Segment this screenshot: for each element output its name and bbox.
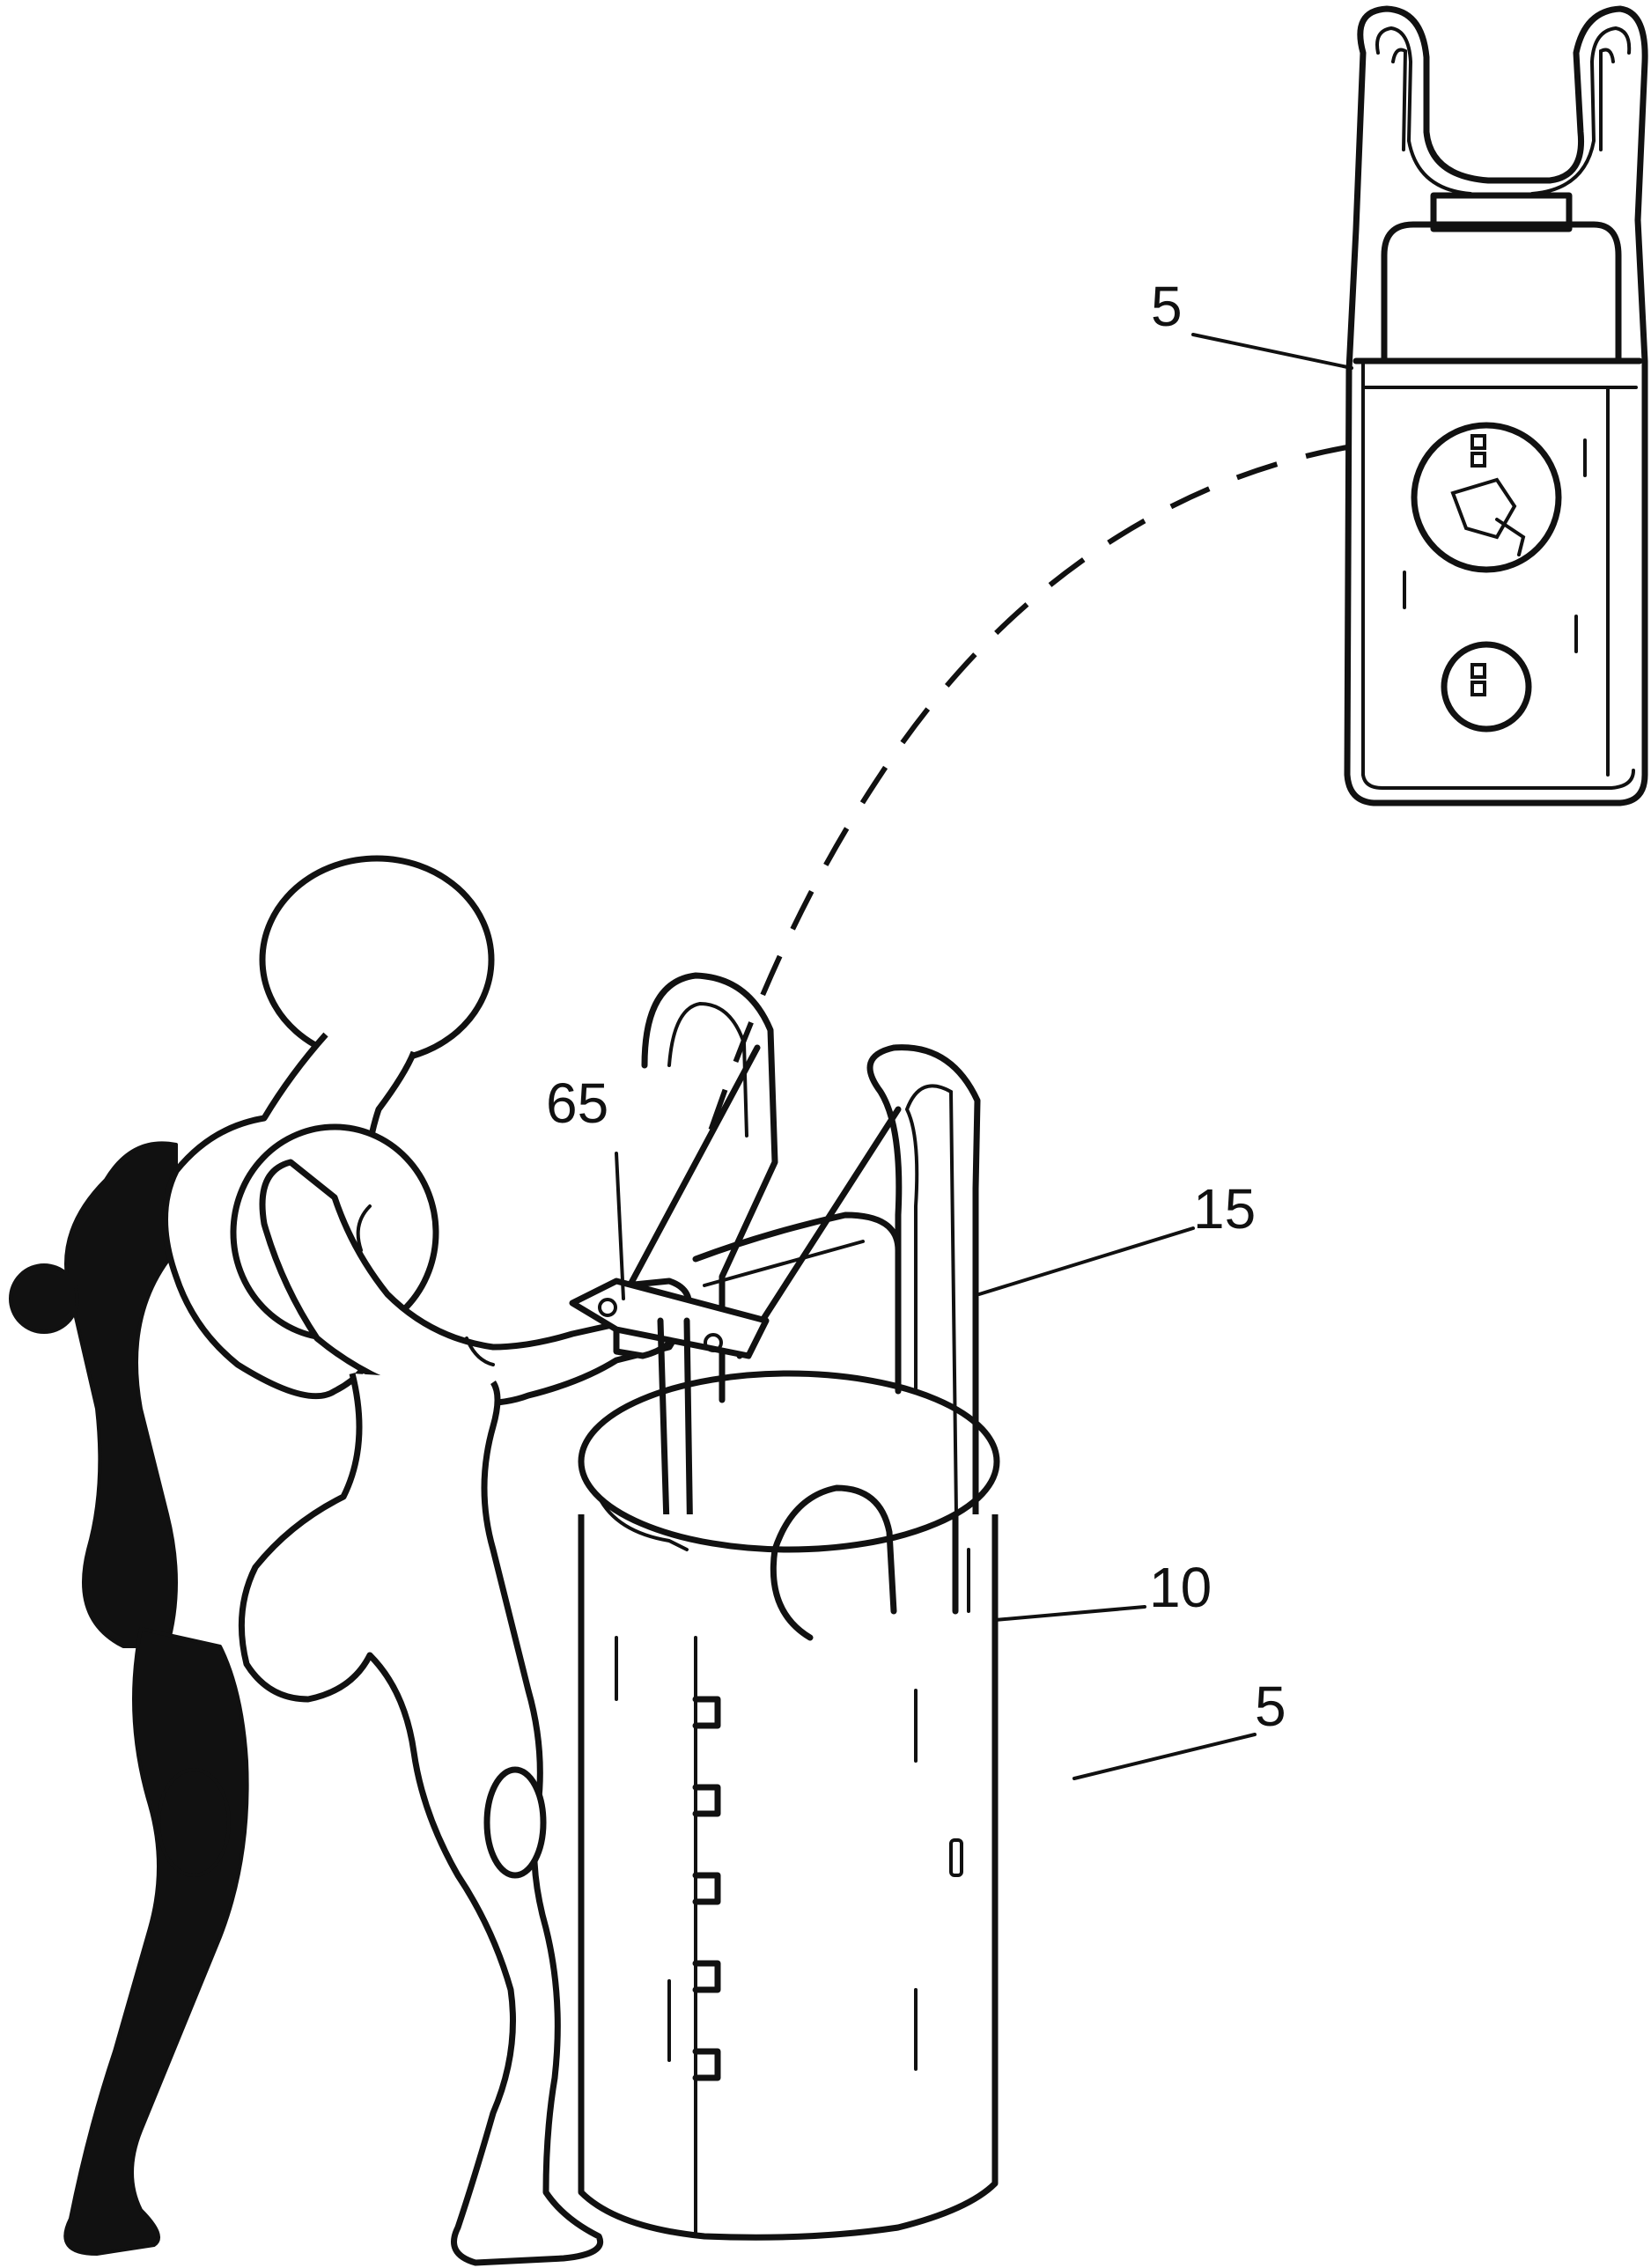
bag-with-frame bbox=[572, 976, 997, 2237]
dashed-trajectory bbox=[709, 447, 1347, 1136]
label-frame: 15 bbox=[1193, 1177, 1256, 1241]
label-top-device: 5 bbox=[1151, 275, 1183, 338]
folded-device bbox=[1347, 9, 1645, 803]
label-handle: 65 bbox=[546, 1071, 608, 1135]
label-cylinder-rim: 10 bbox=[1149, 1556, 1212, 1619]
label-bag: 5 bbox=[1255, 1675, 1286, 1738]
